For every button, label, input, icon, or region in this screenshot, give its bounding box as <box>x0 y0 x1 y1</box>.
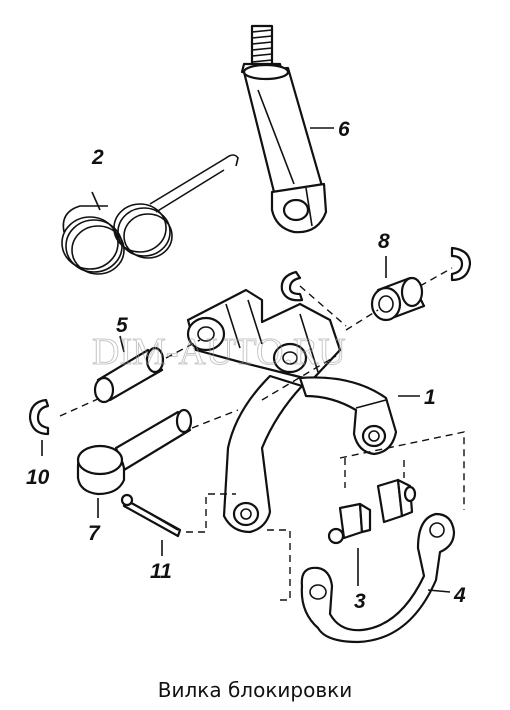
circlip-left <box>28 398 50 436</box>
leader-lines <box>41 127 451 593</box>
label-part-6: 6 <box>338 118 350 141</box>
assembly-lines <box>59 267 465 601</box>
part-5-short-pin <box>93 346 165 404</box>
label-part-3: 3 <box>354 590 366 613</box>
part-8-bushing <box>370 276 426 322</box>
label-part-8: 8 <box>378 230 390 253</box>
label-part-5: 5 <box>116 314 128 337</box>
part-6-pin <box>240 24 328 234</box>
diagram-caption: Вилка блокировки <box>157 678 353 702</box>
part-11-cotter-pin <box>120 493 182 538</box>
label-part-10: 10 <box>26 466 50 489</box>
label-part-1: 1 <box>424 386 436 409</box>
watermark: DIM-AUTO.RU <box>92 331 346 373</box>
circlip-top-center <box>280 270 304 302</box>
part-1-fork <box>186 288 398 534</box>
circlip-top-right <box>450 246 472 282</box>
label-part-7: 7 <box>88 522 101 545</box>
label-part-4: 4 <box>453 584 466 607</box>
part-2-spring <box>61 154 239 275</box>
label-part-11: 11 <box>150 560 172 583</box>
part-3-blocks <box>327 478 417 545</box>
label-part-2: 2 <box>91 146 104 169</box>
part-7-long-pin <box>76 408 193 496</box>
part-4-bracket <box>300 512 456 644</box>
